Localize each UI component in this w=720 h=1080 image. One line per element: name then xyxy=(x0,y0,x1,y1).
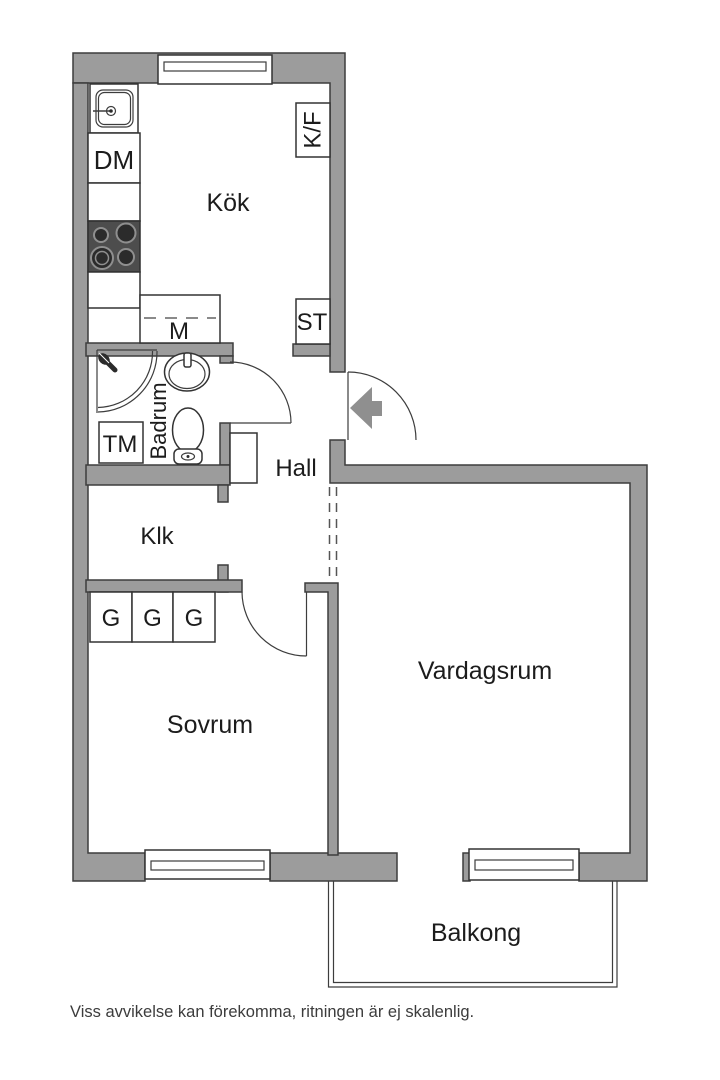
labels: Kök Hall Klk Sovrum Vardagsrum Balkong B… xyxy=(94,111,552,947)
wall-segment xyxy=(219,422,231,466)
bedroom-window xyxy=(144,849,271,880)
dishwasher-cabinet xyxy=(87,132,141,184)
wall-segment xyxy=(219,355,234,364)
windows xyxy=(144,54,580,881)
bathroom-fixtures xyxy=(96,349,258,484)
counter-cabinet xyxy=(87,182,141,222)
kitchen-window xyxy=(157,54,273,85)
label-fridge-freezer: K/F xyxy=(300,111,327,148)
hall-livingroom-opening xyxy=(328,487,338,579)
shaft-box xyxy=(229,432,258,484)
doors xyxy=(229,361,417,657)
toilet xyxy=(171,407,205,465)
label-microwave: M xyxy=(169,318,189,345)
cleaning-cabinet xyxy=(295,298,331,345)
wall-segment xyxy=(217,484,229,503)
wall-segment xyxy=(292,343,331,357)
room-label-balcony: Balkong xyxy=(431,919,521,947)
label-washing-machine: TM xyxy=(103,431,138,458)
label-wardrobe: G xyxy=(143,605,162,632)
shower xyxy=(96,349,158,413)
stove xyxy=(87,220,141,273)
fridge-freezer xyxy=(295,102,331,158)
wall-segment xyxy=(85,464,231,486)
room-label-closet: Klk xyxy=(140,523,174,550)
label-wardrobe: G xyxy=(185,605,204,632)
entrance-arrow-icon xyxy=(350,387,382,429)
room-label-bathroom: Badrum xyxy=(146,382,171,459)
wall-segment xyxy=(304,582,339,856)
room-label-hall: Hall xyxy=(275,455,316,482)
room-label-bedroom: Sovrum xyxy=(167,711,253,739)
washbasin xyxy=(163,352,211,392)
label-wardrobe: G xyxy=(102,605,121,632)
label-dishwasher: DM xyxy=(94,145,134,175)
wardrobe xyxy=(131,591,174,643)
bedroom-door xyxy=(241,591,308,657)
kitchen-fixtures xyxy=(87,83,331,345)
walls xyxy=(72,52,648,882)
microwave-counter xyxy=(139,294,221,344)
wardrobe xyxy=(172,591,216,643)
counter-cabinet xyxy=(87,271,141,309)
wall-segment xyxy=(269,852,398,882)
wardrobe xyxy=(89,591,133,643)
bathroom-door xyxy=(229,361,292,424)
room-label-kitchen: Kök xyxy=(206,189,250,217)
wall-segment xyxy=(329,439,648,882)
kitchen-sink xyxy=(89,83,139,134)
disclaimer-text: Viss avvikelse kan förekomma, ritningen … xyxy=(70,1003,475,1021)
livingroom-window xyxy=(468,848,580,881)
room-label-livingroom: Vardagsrum xyxy=(418,657,552,685)
washing-machine xyxy=(98,421,144,464)
wall-segment xyxy=(85,579,243,593)
wardrobes xyxy=(89,591,216,643)
balcony-outline xyxy=(327,881,618,988)
shower-head-icon xyxy=(98,352,118,373)
entrance-door xyxy=(347,371,417,441)
label-cleaning-cabinet: ST xyxy=(297,309,328,336)
